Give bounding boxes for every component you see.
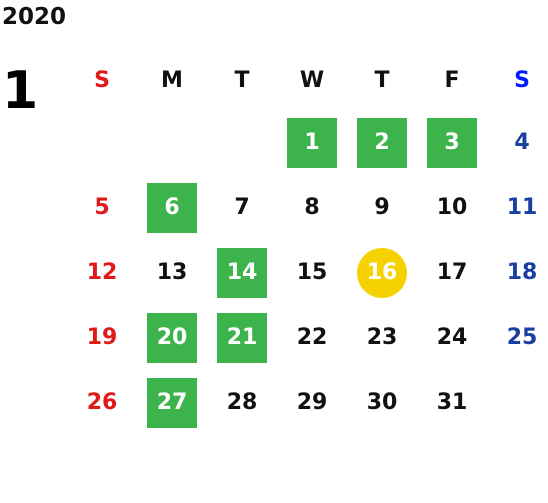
highlighted-day-number: 1	[287, 117, 337, 168]
day-cell: 20	[137, 305, 207, 370]
weekday-header-fri: F	[444, 67, 460, 93]
day-number: 23	[366, 325, 398, 350]
day-cell: 24	[417, 305, 487, 370]
day-number: 22	[296, 325, 328, 350]
day-cell: 16	[347, 240, 417, 305]
day-number: 30	[366, 390, 398, 415]
day-cell: 8	[277, 175, 347, 240]
day-number: 17	[436, 260, 468, 285]
highlighted-day-number: 20	[147, 312, 197, 363]
day-cell: 30	[347, 370, 417, 435]
day-number: 25	[506, 325, 538, 350]
weekday-header-tue: T	[234, 67, 250, 93]
day-number: 9	[374, 195, 390, 220]
day-cell: 28	[207, 370, 277, 435]
day-cell: 22	[277, 305, 347, 370]
weekday-header-wed: W	[299, 67, 325, 93]
month-label: 1	[2, 61, 39, 121]
day-number: 10	[436, 195, 468, 220]
day-cell: 18	[487, 240, 548, 305]
highlighted-day-number: 14	[217, 247, 267, 298]
day-cell	[487, 370, 548, 435]
day-number: 26	[86, 390, 118, 415]
day-number: 12	[86, 260, 118, 285]
day-number	[147, 118, 197, 168]
highlighted-day-number: 6	[147, 182, 197, 233]
day-cell: 9	[347, 175, 417, 240]
day-cell: 26	[67, 370, 137, 435]
day-cell: 17	[417, 240, 487, 305]
day-cell: 7	[207, 175, 277, 240]
day-cell: 25	[487, 305, 548, 370]
day-cell: 19	[67, 305, 137, 370]
day-cell: 1	[277, 110, 347, 175]
day-number: 7	[234, 195, 250, 220]
day-cell: 15	[277, 240, 347, 305]
day-number: 31	[436, 390, 468, 415]
today-day-number: 16	[357, 247, 407, 298]
day-cell	[207, 110, 277, 175]
year-label: 2020	[2, 4, 67, 30]
day-cell: 13	[137, 240, 207, 305]
day-number: 19	[86, 325, 118, 350]
highlighted-day-number: 27	[147, 377, 197, 428]
weekday-header-mon: M	[161, 67, 183, 93]
day-cell	[137, 110, 207, 175]
day-number	[217, 118, 267, 168]
weekday-header-sat: S	[514, 67, 530, 93]
day-cell: 11	[487, 175, 548, 240]
day-number: 13	[156, 260, 188, 285]
day-cell: 14	[207, 240, 277, 305]
day-number	[497, 378, 547, 428]
day-cell: 4	[487, 110, 548, 175]
day-number: 11	[506, 195, 538, 220]
day-cell: 6	[137, 175, 207, 240]
day-cell: 31	[417, 370, 487, 435]
day-number: 24	[436, 325, 468, 350]
highlighted-day-number: 21	[217, 312, 267, 363]
day-cell: 27	[137, 370, 207, 435]
day-cell: 12	[67, 240, 137, 305]
highlighted-day-number: 3	[427, 117, 477, 168]
calendar-grid: S M T W T F S 1 2 3 4 5 6 7 8 9 10 11 12…	[67, 50, 548, 435]
day-number: 28	[226, 390, 258, 415]
weekday-header-thu: T	[374, 67, 390, 93]
day-cell: 5	[67, 175, 137, 240]
weekday-header-sun: S	[94, 67, 110, 93]
day-number: 5	[94, 195, 110, 220]
day-number: 18	[506, 260, 538, 285]
day-cell: 23	[347, 305, 417, 370]
day-number: 4	[514, 130, 530, 155]
day-cell: 3	[417, 110, 487, 175]
day-number: 29	[296, 390, 328, 415]
day-number: 15	[296, 260, 328, 285]
day-cell	[67, 110, 137, 175]
highlighted-day-number: 2	[357, 117, 407, 168]
day-number: 8	[304, 195, 320, 220]
day-cell: 21	[207, 305, 277, 370]
day-cell: 29	[277, 370, 347, 435]
day-number	[77, 118, 127, 168]
day-cell: 10	[417, 175, 487, 240]
day-cell: 2	[347, 110, 417, 175]
